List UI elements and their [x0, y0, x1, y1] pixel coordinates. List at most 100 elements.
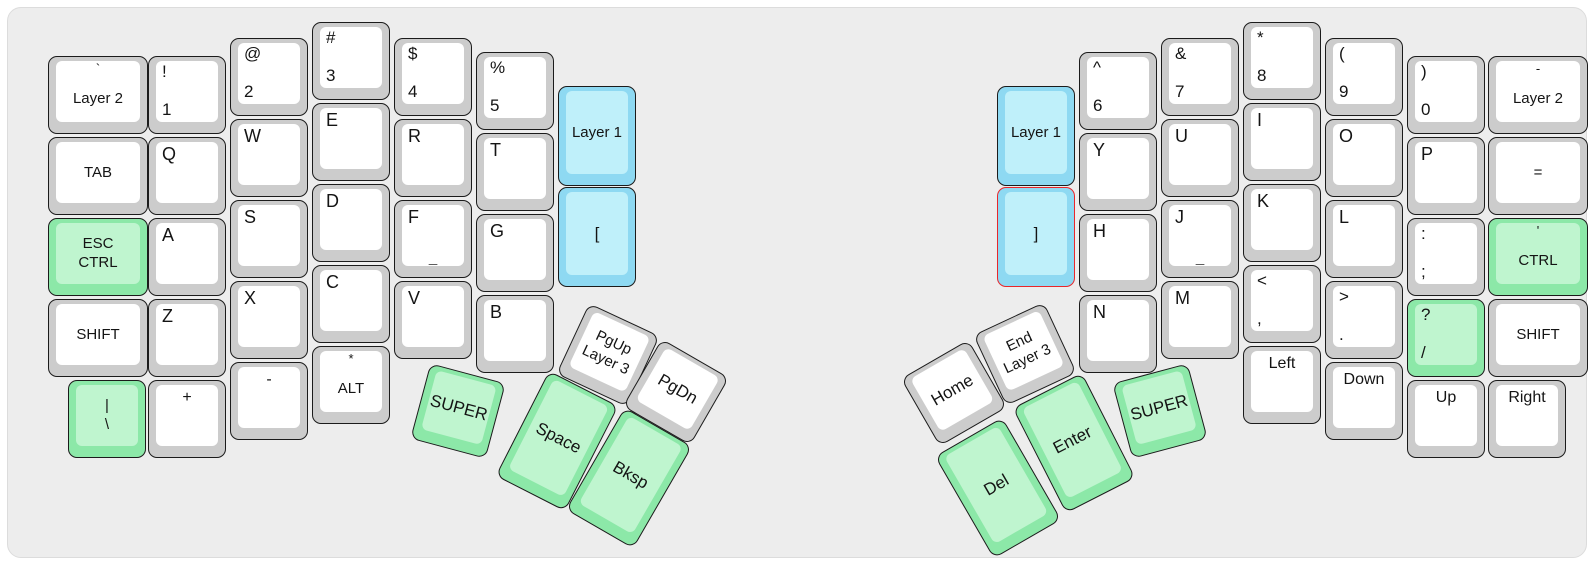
key-m[interactable]: M — [1161, 281, 1239, 359]
key-hash-3[interactable]: #3 — [312, 22, 390, 100]
key-y[interactable]: Y — [1079, 133, 1157, 211]
key-legend: ? — [1421, 305, 1431, 324]
key-amp-7[interactable]: &7 — [1161, 38, 1239, 116]
key-grave-layer2[interactable]: `Layer 2 — [48, 56, 148, 134]
keycap-face: [ — [566, 192, 628, 275]
key-w[interactable]: W — [230, 119, 308, 197]
key-colon-semicolon[interactable]: :; — [1407, 218, 1485, 296]
key-legend: , — [1257, 309, 1262, 328]
key-legend: ' — [1536, 223, 1540, 238]
key-super-right[interactable]: SUPER — [1112, 363, 1208, 459]
key-greater-period[interactable]: >. — [1325, 281, 1403, 359]
keycap-face: Z — [156, 304, 218, 365]
key-plus[interactable]: + — [148, 380, 226, 458]
key-at-2[interactable]: @2 — [230, 38, 308, 116]
key-asterisk-alt[interactable]: *ALT — [312, 346, 390, 424]
key-l[interactable]: L — [1325, 200, 1403, 278]
key-paren-0[interactable]: )0 — [1407, 56, 1485, 134]
key-f[interactable]: F_ — [394, 200, 472, 278]
key-arrow-up[interactable]: Up — [1407, 380, 1485, 458]
key-legend: ` — [95, 61, 101, 76]
key-legend: V — [408, 288, 421, 308]
keycap-face: I — [1251, 108, 1313, 169]
keycap-face: SUPER — [421, 370, 497, 446]
keycap-face: $4 — [402, 43, 464, 104]
key-legend: SHIFT — [1516, 325, 1560, 343]
keycap-face: <, — [1251, 270, 1313, 331]
key-x[interactable]: X — [230, 281, 308, 359]
key-left-bracket[interactable]: [ — [558, 187, 636, 287]
keycap-face: PgDn — [635, 347, 720, 431]
key-dash-layer2[interactable]: -Layer 2 — [1488, 56, 1588, 134]
key-shift-left[interactable]: SHIFT — [48, 299, 148, 377]
key-equals[interactable]: = — [1488, 137, 1588, 215]
key-legend: Left — [1268, 355, 1296, 372]
key-right-bracket[interactable]: ] — [997, 187, 1075, 287]
keycap-face: *ALT — [320, 351, 382, 412]
key-r[interactable]: R — [394, 119, 472, 197]
key-layer1-right[interactable]: Layer 1 — [997, 86, 1075, 186]
key-c[interactable]: C — [312, 265, 390, 343]
key-minus[interactable]: - — [230, 362, 308, 440]
key-s[interactable]: S — [230, 200, 308, 278]
key-z[interactable]: Z — [148, 299, 226, 377]
key-legend: - — [266, 371, 272, 388]
key-legend: ) — [1421, 62, 1427, 81]
keycap-face: 'CTRL — [1496, 223, 1580, 284]
key-dollar-4[interactable]: $4 — [394, 38, 472, 116]
key-n[interactable]: N — [1079, 295, 1157, 373]
key-legend: | — [105, 397, 109, 414]
key-e[interactable]: E — [312, 103, 390, 181]
key-b[interactable]: B — [476, 295, 554, 373]
key-o[interactable]: O — [1325, 119, 1403, 197]
key-legend: PgDn — [654, 369, 702, 408]
key-percent-5[interactable]: %5 — [476, 52, 554, 130]
key-legend: * — [1257, 28, 1264, 47]
key-h[interactable]: H — [1079, 214, 1157, 292]
key-a[interactable]: A — [148, 218, 226, 296]
key-layer1-left[interactable]: Layer 1 — [558, 86, 636, 186]
key-arrow-right[interactable]: Right — [1488, 380, 1566, 458]
key-legend: SUPER — [1128, 390, 1190, 424]
key-exclam-1[interactable]: !1 — [148, 56, 226, 134]
key-legend: W — [244, 126, 261, 146]
keycap-face: L — [1333, 205, 1395, 266]
key-asterisk-8[interactable]: *8 — [1243, 22, 1321, 100]
key-k[interactable]: K — [1243, 184, 1321, 262]
key-legend: 1 — [162, 100, 172, 119]
key-legend: H — [1093, 221, 1106, 241]
key-i[interactable]: I — [1243, 103, 1321, 181]
key-super-left[interactable]: SUPER — [410, 363, 506, 459]
key-question-slash[interactable]: ?/ — [1407, 299, 1485, 377]
key-q[interactable]: Q — [148, 137, 226, 215]
key-quote-ctrl[interactable]: 'CTRL — [1488, 218, 1588, 296]
key-g[interactable]: G — [476, 214, 554, 292]
keycap-face: ] — [1005, 192, 1067, 275]
keycap-face: SHIFT — [56, 304, 140, 365]
key-legend: O — [1339, 126, 1354, 146]
keycap-face: Layer 1 — [566, 91, 628, 174]
key-shift-right[interactable]: SHIFT — [1488, 299, 1588, 377]
key-less-comma[interactable]: <, — [1243, 265, 1321, 343]
key-v[interactable]: V — [394, 281, 472, 359]
key-tab[interactable]: TAB — [48, 137, 148, 215]
keycap-face: O — [1333, 124, 1395, 185]
key-u[interactable]: U — [1161, 119, 1239, 197]
key-arrow-down[interactable]: Down — [1325, 362, 1403, 440]
key-p[interactable]: P — [1407, 137, 1485, 215]
keycap-face: T — [484, 138, 546, 199]
key-legend: 5 — [490, 96, 500, 115]
keycap-face: Right — [1496, 385, 1558, 446]
key-legend: > — [1339, 287, 1349, 306]
key-legend: Y — [1093, 140, 1106, 160]
key-pipe-backslash[interactable]: |\ — [68, 380, 146, 458]
key-paren-9[interactable]: (9 — [1325, 38, 1403, 116]
key-t[interactable]: T — [476, 133, 554, 211]
key-d[interactable]: D — [312, 184, 390, 262]
key-j[interactable]: J_ — [1161, 200, 1239, 278]
key-arrow-left[interactable]: Left — [1243, 346, 1321, 424]
key-caret-6[interactable]: ^6 — [1079, 52, 1157, 130]
